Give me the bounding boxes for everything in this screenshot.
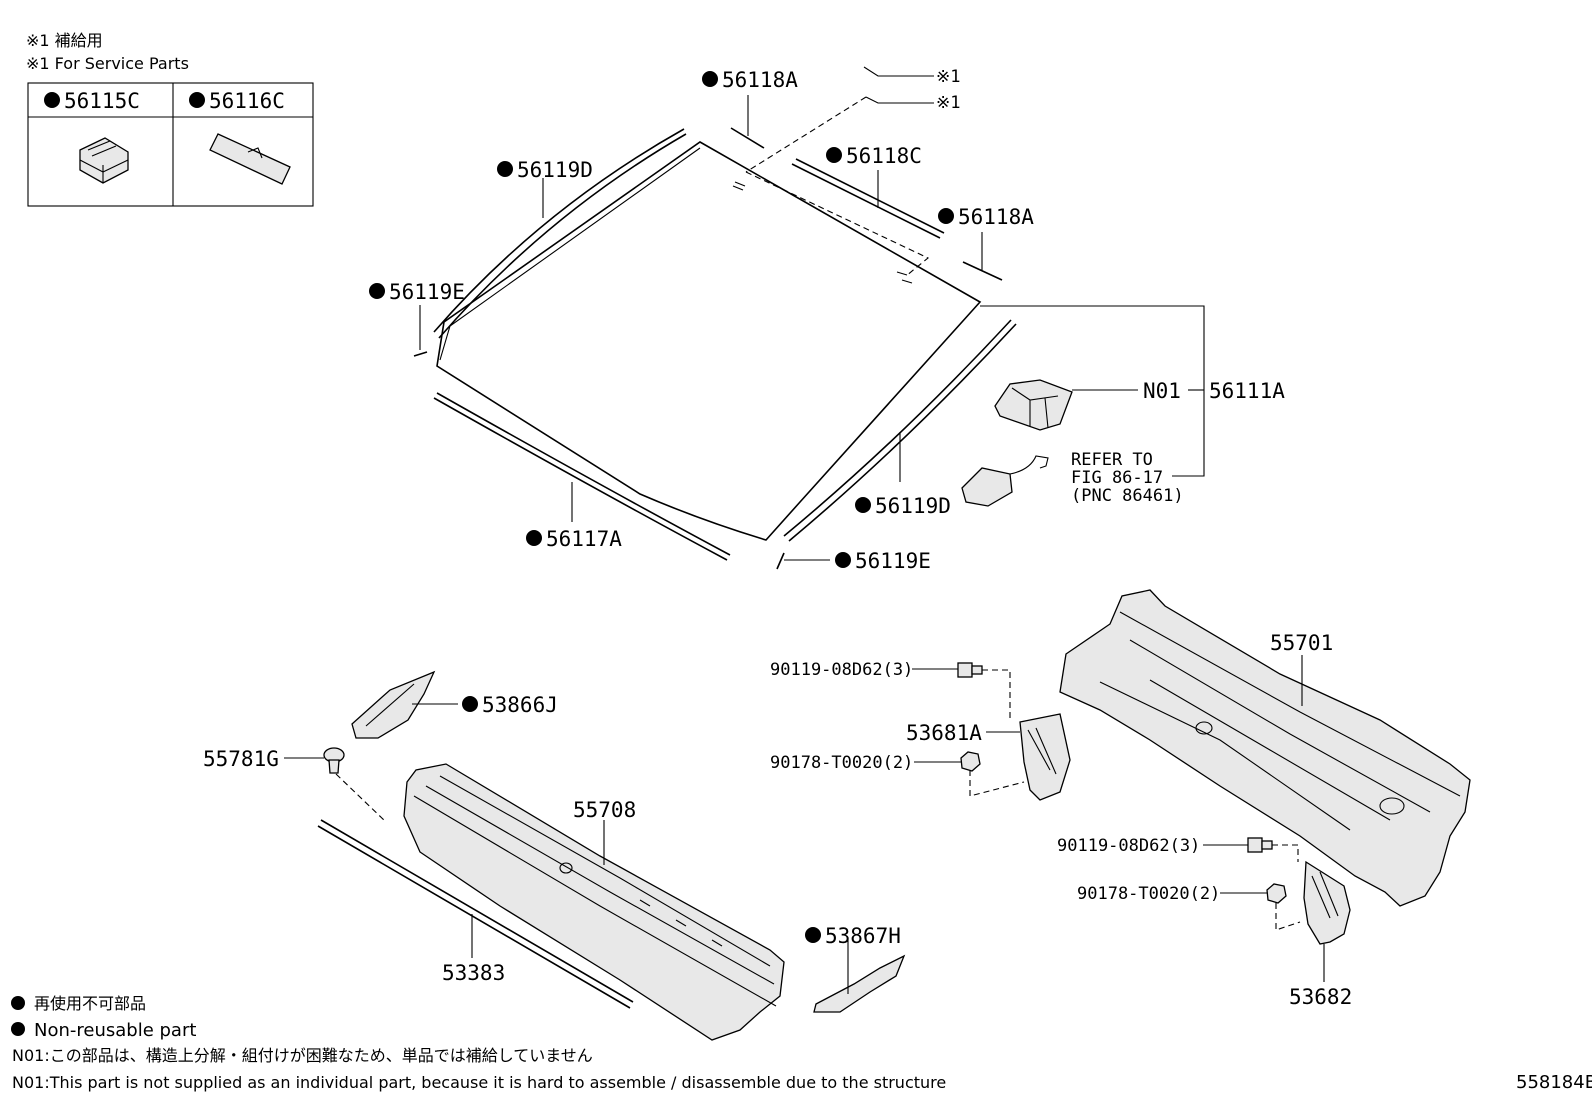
bracket-leader [980, 305, 1205, 477]
label-53866J[interactable]: 53866J [482, 693, 558, 717]
label-55701[interactable]: 55701 [1270, 631, 1333, 655]
molding-56119D-top[interactable] [433, 128, 687, 339]
label-56119D-bottom[interactable]: 56119D [875, 494, 951, 518]
piece-53867H[interactable] [813, 954, 906, 1013]
sensor-bracket-N01[interactable] [994, 379, 1073, 431]
label-bolt-upper[interactable]: 90119-08D62(3) [770, 660, 913, 680]
service-parts-note-en: ※1 For Service Parts [26, 54, 189, 73]
service-marker-line [863, 66, 934, 77]
table-part-56116C[interactable]: 56116C [209, 89, 285, 113]
non-reusable-dot-icon [805, 927, 821, 943]
strip-56118A-right[interactable] [962, 261, 1003, 281]
sensor-cover[interactable] [961, 455, 1049, 507]
non-reusable-dot-icon [938, 208, 954, 224]
label-56119E-left[interactable]: 56119E [389, 280, 465, 304]
legend-nonreusable-jp: 再使用不可部品 [34, 994, 146, 1013]
cowl-top-panel-55701[interactable] [1059, 589, 1471, 907]
label-56118C[interactable]: 56118C [846, 144, 922, 168]
refer-line-1: REFER TO [1071, 450, 1153, 470]
strip-56116C-illustration [209, 133, 291, 185]
strip-56118C[interactable] [791, 158, 945, 239]
label-55708[interactable]: 55708 [573, 798, 636, 822]
label-55781G[interactable]: 55781G [203, 747, 279, 771]
piece-53866J[interactable] [351, 670, 436, 739]
non-reusable-dot-icon [369, 283, 385, 299]
service-parts-note-jp: ※1 補給用 [26, 31, 103, 50]
figure-id: 558184B [1516, 1072, 1592, 1093]
legend-nonreusable-en: Non-reusable part [34, 1020, 196, 1041]
non-reusable-dot-icon [11, 1022, 25, 1036]
clip-56115C-illustration [79, 137, 129, 184]
label-56118A-right[interactable]: 56118A [958, 205, 1034, 229]
label-N01[interactable]: N01 [1143, 379, 1181, 403]
non-reusable-dot-icon [44, 92, 60, 108]
spacer-56119E-bottom[interactable] [776, 552, 785, 570]
non-reusable-dot-icon [526, 530, 542, 546]
table-part-56115C[interactable]: 56115C [64, 89, 140, 113]
molding-56117A[interactable] [433, 392, 731, 561]
bracket-53681A[interactable] [1019, 713, 1071, 801]
non-reusable-dot-icon [702, 71, 718, 87]
bolt-90119-upper[interactable] [957, 662, 983, 678]
weatherstrip-53383[interactable] [317, 819, 634, 1009]
label-nut-upper[interactable]: 90178-T0020(2) [770, 753, 913, 773]
non-reusable-dot-icon [497, 161, 513, 177]
cowl-louver-55708[interactable] [403, 763, 785, 1041]
label-56111A[interactable]: 56111A [1209, 379, 1285, 403]
mark-service-b: ※1 [936, 93, 960, 113]
nut-90178-upper[interactable] [960, 751, 981, 772]
label-bolt-lower[interactable]: 90119-08D62(3) [1057, 836, 1200, 856]
label-53682[interactable]: 53682 [1289, 985, 1352, 1009]
spacer-56119E-left[interactable] [413, 351, 428, 357]
label-53681A[interactable]: 53681A [906, 721, 982, 745]
label-56119E-bottom[interactable]: 56119E [855, 549, 931, 573]
bolt-90119-lower[interactable] [1247, 837, 1273, 853]
nut-90178-lower[interactable] [1266, 883, 1287, 904]
service-parts-table: 56115C 56116C [27, 82, 314, 207]
non-reusable-dot-icon [189, 92, 205, 108]
non-reusable-dot-icon [855, 497, 871, 513]
label-56117A[interactable]: 56117A [546, 527, 622, 551]
clip-55781G[interactable] [323, 747, 345, 774]
windshield-glass[interactable] [436, 141, 982, 541]
label-56118A-top[interactable]: 56118A [722, 68, 798, 92]
refer-line-2: FIG 86-17 [1071, 468, 1163, 488]
note-n01-en: N01:This part is not supplied as an indi… [12, 1073, 946, 1092]
service-marker-line [865, 96, 934, 104]
mark-service-a: ※1 [936, 67, 960, 87]
label-53867H[interactable]: 53867H [825, 924, 901, 948]
non-reusable-dot-icon [462, 696, 478, 712]
non-reusable-dot-icon [826, 147, 842, 163]
label-53383[interactable]: 53383 [442, 961, 505, 985]
note-n01-jp: N01:この部品は、構造上分解・組付けが困難なため、単品では補給していません [12, 1046, 593, 1065]
strip-56118A-top[interactable] [730, 127, 765, 149]
bracket-53682[interactable] [1303, 860, 1351, 945]
non-reusable-dot-icon [11, 996, 25, 1010]
molding-56119D-bottom[interactable] [783, 319, 1017, 542]
non-reusable-dot-icon [835, 552, 851, 568]
label-nut-lower[interactable]: 90178-T0020(2) [1077, 884, 1220, 904]
label-56119D-top[interactable]: 56119D [517, 158, 593, 182]
refer-line-3: (PNC 86461) [1071, 486, 1184, 506]
